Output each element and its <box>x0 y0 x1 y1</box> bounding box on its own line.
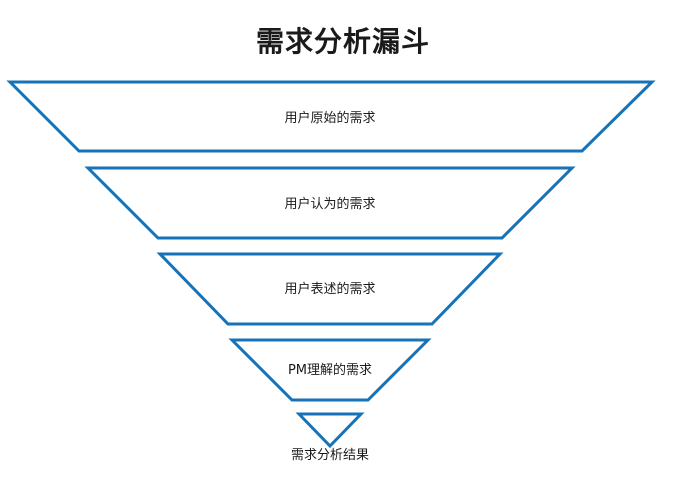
funnel-level-5-shape <box>295 412 365 449</box>
funnel-level-4-shape <box>228 338 432 402</box>
funnel-level-1-shape <box>6 80 656 153</box>
funnel-level-1-label: 用户原始的需求 <box>284 110 375 126</box>
funnel-level-3-label: 用户表述的需求 <box>284 281 375 297</box>
diagram-title: 需求分析漏斗 <box>255 25 430 58</box>
funnel-level-2-label: 用户认为的需求 <box>284 196 375 212</box>
funnel-level-3-shape <box>156 252 504 326</box>
funnel-level-5-label: 需求分析结果 <box>291 448 369 463</box>
funnel-level-4-label: PM理解的需求 <box>288 362 372 378</box>
funnel-level-2-shape <box>84 166 576 240</box>
